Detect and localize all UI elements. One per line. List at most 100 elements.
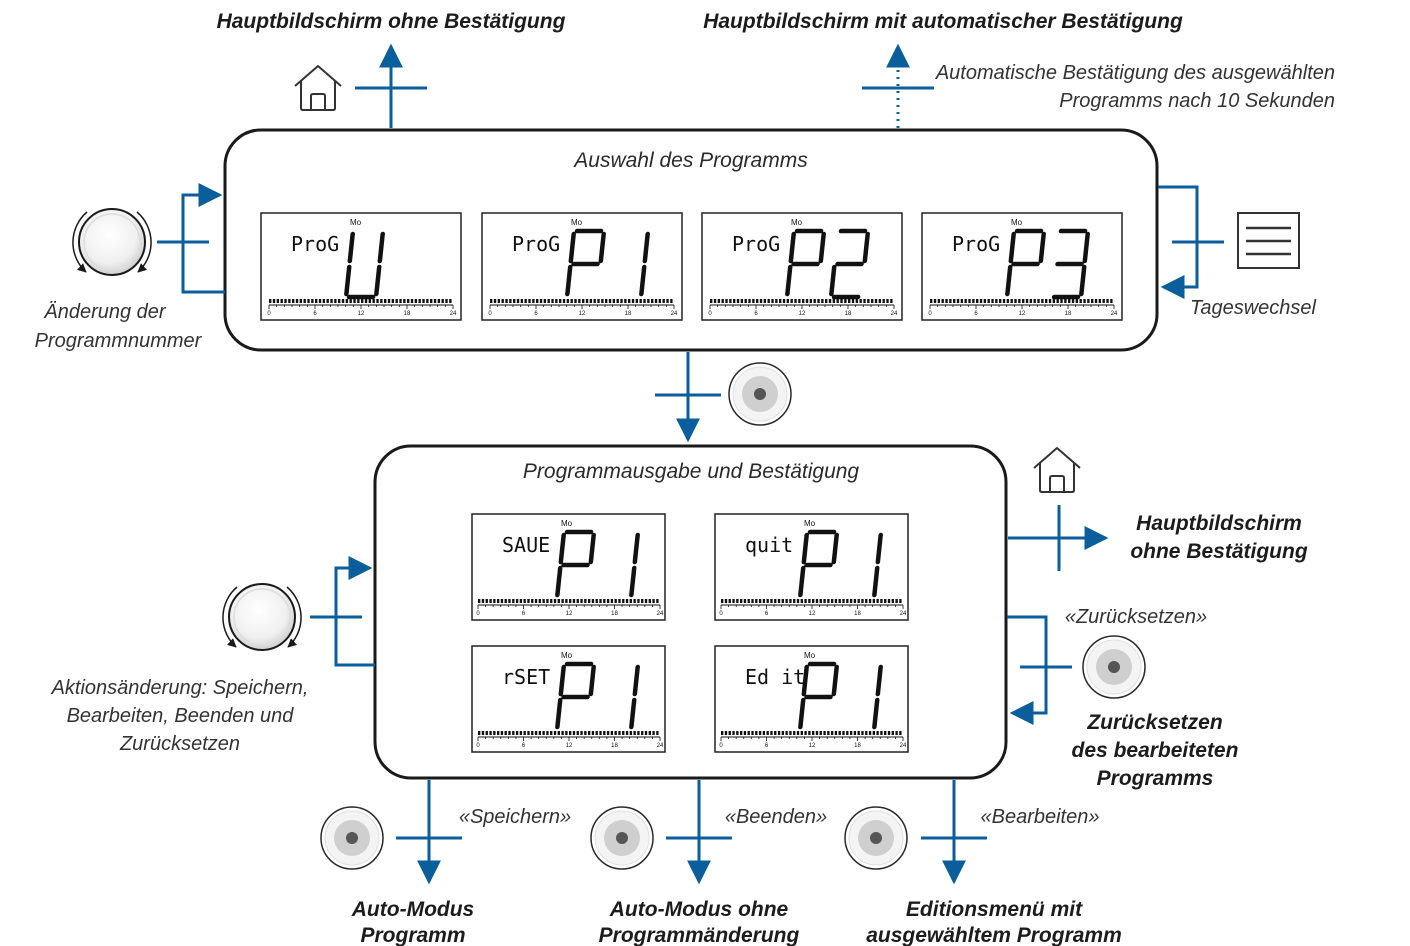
time-slot-bar [763,299,767,303]
time-slot-bar [819,599,822,603]
time-slot-bar [489,731,492,735]
time-slot-bar [867,299,870,303]
time-slot-bar [815,599,819,603]
time-slot-bar [1041,299,1044,303]
time-slot-bar [624,299,627,303]
time-slot-bar [953,299,956,303]
reset-label-line1: Zurücksetzen [1086,711,1222,734]
time-slot-bar [848,299,851,303]
time-slot-bar [504,599,507,603]
time-slot-bar [1002,299,1006,303]
time-scale-label: 12 [799,311,806,317]
program-output-panel [373,444,1008,780]
lcd-day: Mo [804,519,816,528]
push-button-confirm[interactable] [728,362,792,426]
time-slot-bar [812,599,815,603]
time-slot-bar [569,599,572,603]
time-slot-bar [550,731,553,735]
time-scale-label: 6 [522,611,526,617]
time-slot-bar [361,299,364,303]
time-slot-bar [654,299,658,303]
time-slot-bar [713,299,717,303]
time-slot-bar [595,731,598,735]
time-slot-bar [569,731,572,735]
time-slot-bar [830,599,834,603]
menu-icon[interactable] [1237,212,1300,269]
time-slot-bar [729,299,732,303]
time-slot-bar [813,299,816,303]
time-slot-bar [608,299,612,303]
time-slot-bar [595,599,598,603]
time-slot-bar [625,731,629,735]
time-slot-bar [871,299,874,303]
time-slot-bar [724,599,728,603]
push-button-reset[interactable] [1082,635,1146,699]
time-slot-bar [334,299,337,303]
time-slot-bar [767,299,770,303]
time-slot-bar [808,731,811,735]
time-slot-bar [422,299,425,303]
time-slot-bar [656,731,659,735]
time-slot-bar [599,599,602,603]
push-button-edit[interactable] [844,806,908,870]
time-slot-bar [610,731,614,735]
time-slot-bar [865,731,868,735]
time-scale-label: 24 [891,311,898,317]
save-label-line1: Auto-Modus [351,898,474,921]
time-slot-bar [414,299,418,303]
time-slot-bar [821,299,824,303]
time-slot-bar [721,731,724,735]
time-slot-bar [311,299,314,303]
time-slot-bar [591,731,595,735]
time-slot-bar [585,299,589,303]
time-scale-label: 18 [854,611,861,617]
push-button-save[interactable] [320,806,384,870]
time-scale-label: 18 [611,743,618,749]
time-slot-bar [508,599,511,603]
time-slot-bar [739,731,743,735]
time-slot-bar [1083,299,1086,303]
time-slot-bar [542,731,545,735]
exit-arrow-quit [666,780,732,885]
lcd-digit [555,661,596,730]
time-slot-bar [991,299,994,303]
time-slot-bar [505,299,508,303]
knob-loop-arrow-selection [157,183,225,294]
time-slot-bar [762,599,766,603]
time-slot-bar [295,299,299,303]
time-slot-bar [524,299,527,303]
rotary-knob-program-number[interactable] [72,208,152,276]
lcd-tag: quit [745,533,793,557]
time-slot-bar [759,299,763,303]
time-slot-bar [710,299,713,303]
time-slot-bar [846,599,849,603]
time-slot-bar [338,299,341,303]
time-slot-bar [315,299,318,303]
time-slot-bar [868,599,872,603]
time-slot-bar [789,599,792,603]
time-slot-bar [842,731,845,735]
time-slot-bar [899,599,902,603]
time-slot-bar [658,299,662,303]
auto-confirm-note-line1: Automatische Bestätigung des ausgewählte… [935,62,1335,84]
time-scale-label: 12 [809,611,816,617]
time-slot-bar [543,299,547,303]
time-slot-bar [633,599,636,603]
time-slot-bar [647,299,650,303]
time-slot-bar [758,731,762,735]
time-slot-bar [364,299,368,303]
push-button-quit[interactable] [590,806,654,870]
time-slot-bar [538,731,542,735]
time-slot-bar [827,599,830,603]
time-slot-bar [593,299,596,303]
time-slot-bar [725,299,728,303]
time-slot-bar [1087,299,1090,303]
rotary-knob-action[interactable] [222,583,302,651]
time-slot-bar [445,299,448,303]
time-slot-bar [612,299,616,303]
time-scale-label: 12 [358,311,365,317]
time-slot-bar [876,599,879,603]
time-slot-bar [493,731,496,735]
time-slot-bar [777,599,781,603]
time-slot-bar [345,299,349,303]
